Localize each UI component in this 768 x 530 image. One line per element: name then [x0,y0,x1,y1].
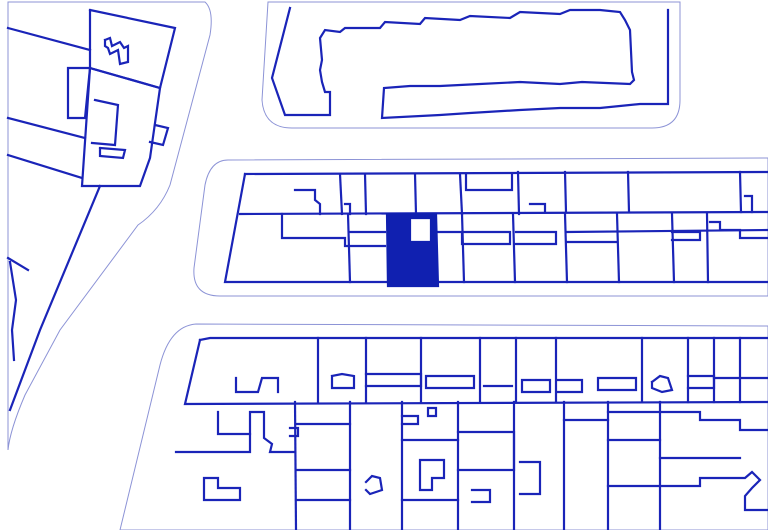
selected-building-parcel[interactable] [385,212,440,288]
parcels-north [270,6,670,120]
parcels-northwest [6,8,177,412]
parcels-south [174,336,768,530]
city-block-northwest [7,1,212,451]
city-block-south [119,323,768,530]
city-block-middle [193,157,768,297]
parcels-middle [223,170,768,284]
city-block-north [261,1,681,129]
